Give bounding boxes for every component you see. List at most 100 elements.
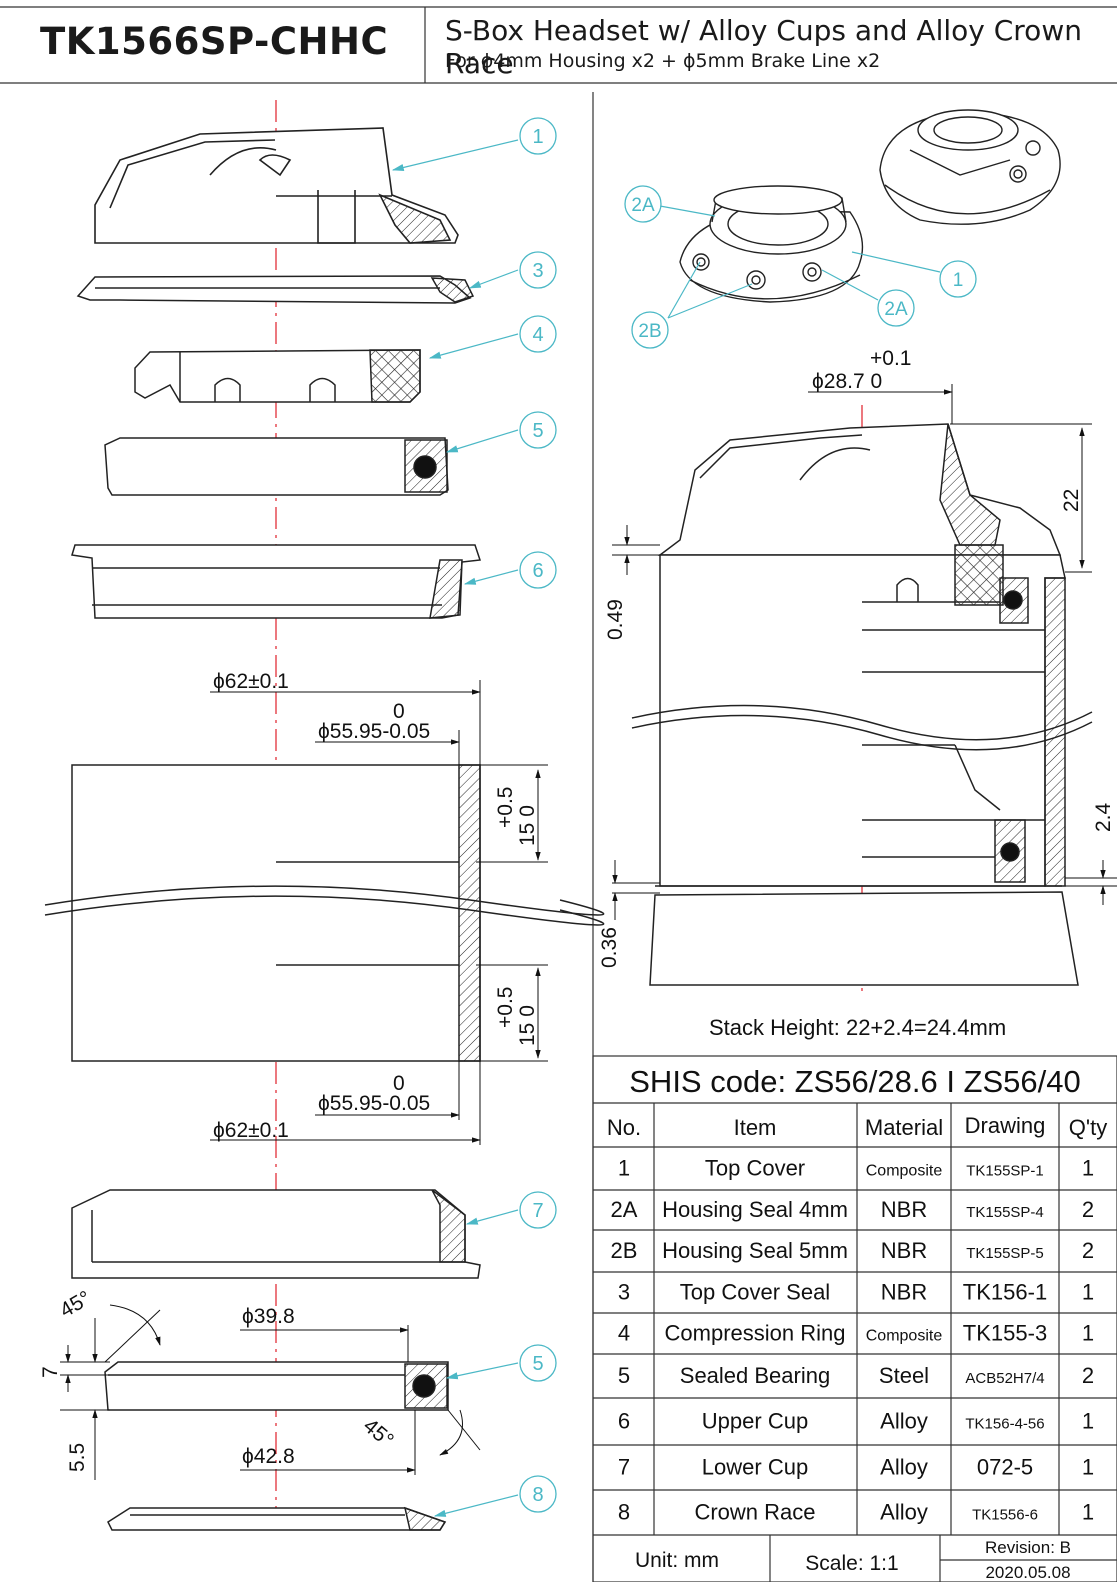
callout-leaders-right bbox=[659, 205, 941, 319]
bom-cell-material: NBR bbox=[881, 1197, 927, 1222]
callout-circles-right bbox=[624, 185, 977, 349]
bom-cell-qty: 1 bbox=[1082, 1409, 1094, 1434]
head-tube-section bbox=[44, 764, 605, 1062]
bom-cell-material: Steel bbox=[879, 1363, 929, 1388]
callout-4: 4 bbox=[532, 324, 543, 346]
col-qty: Q'ty bbox=[1069, 1115, 1107, 1140]
dim-race-h7: 7 bbox=[39, 1366, 62, 1378]
callout-1-right: 1 bbox=[953, 270, 964, 291]
dim-steer-dia: ϕ28.7 0 bbox=[812, 370, 882, 393]
dim-steer-tol: +0.1 bbox=[870, 347, 911, 370]
bom-cell-item: Top Cover bbox=[705, 1156, 805, 1181]
dimension-lines-race bbox=[60, 1304, 481, 1480]
unit-label: Unit: mm bbox=[635, 1549, 719, 1572]
bom-cell-qty: 1 bbox=[1082, 1455, 1094, 1480]
dimension-lines-assembly bbox=[612, 384, 1117, 920]
revision-date: 2020.05.08 bbox=[985, 1563, 1070, 1582]
dim-inner-dia-top: ϕ55.95-0.05 bbox=[318, 720, 430, 743]
col-drawing: Drawing bbox=[965, 1113, 1046, 1138]
dim-race-dia-bot: ϕ42.8 bbox=[242, 1445, 295, 1468]
bom-cell-no: 7 bbox=[618, 1455, 630, 1480]
bom-cell-material: NBR bbox=[881, 1280, 927, 1305]
dim-angle-top: 45° bbox=[56, 1287, 95, 1323]
dim-inner-dia-bot: ϕ55.95-0.05 bbox=[318, 1092, 430, 1115]
bom-cell-material: Composite bbox=[866, 1163, 943, 1180]
bom-cell-drawing: 072-5 bbox=[977, 1455, 1033, 1480]
dim-race-dia-top: ϕ39.8 bbox=[242, 1305, 295, 1328]
drawing-title: S-Box Headset w/ Alloy Cups and Alloy Cr… bbox=[445, 14, 1082, 80]
col-material: Material bbox=[865, 1115, 943, 1140]
dimension-text-assembly: +0.1 ϕ28.7 0 22 0.49 2.4 0.36 Stack Heig… bbox=[598, 347, 1115, 1040]
bom-cell-item: Crown Race bbox=[694, 1500, 815, 1525]
bom-cell-qty: 2 bbox=[1082, 1197, 1094, 1222]
bom-cell-drawing: TK156-4-56 bbox=[965, 1416, 1044, 1433]
callout-circles-left bbox=[519, 117, 557, 1513]
bom-cell-drawing: TK1556-6 bbox=[972, 1507, 1038, 1524]
callout-labels-left: 1 3 4 5 6 7 5 8 bbox=[532, 126, 543, 1506]
bom-cell-drawing: ACB52H7/4 bbox=[965, 1370, 1044, 1387]
callout-2a-top: 2A bbox=[631, 195, 655, 216]
title-block-text: Unit: mm Scale: 1:1 Revision: B 2020.05.… bbox=[635, 1538, 1071, 1582]
bom-cell-material: NBR bbox=[881, 1238, 927, 1263]
bom-cell-drawing: TK155SP-1 bbox=[966, 1163, 1044, 1180]
dim-tol-zero-top: 0 bbox=[393, 700, 405, 723]
dim-outer-dia-bot: ϕ62±0.1 bbox=[213, 1119, 289, 1142]
bom-cell-material: Composite bbox=[866, 1328, 943, 1345]
bom-cell-qty: 1 bbox=[1082, 1156, 1094, 1181]
bom-cell-item: Top Cover Seal bbox=[680, 1280, 830, 1305]
bom-cell-qty: 2 bbox=[1082, 1238, 1094, 1263]
bom-cell-drawing: TK156-1 bbox=[963, 1280, 1047, 1305]
bom-table-grid bbox=[592, 1055, 1117, 1582]
bom-cell-item: Lower Cup bbox=[702, 1455, 808, 1480]
part-compression-ring bbox=[134, 349, 421, 403]
bom-table-text: SHIS code: ZS56/28.6 I ZS56/40 No. Item … bbox=[607, 1064, 1107, 1140]
callout-5: 5 bbox=[532, 420, 543, 442]
bom-cell-material: Alloy bbox=[880, 1455, 928, 1480]
bom-cell-item: Housing Seal 5mm bbox=[662, 1238, 848, 1263]
part-crown-race bbox=[107, 1506, 447, 1531]
dimension-lines-headtube bbox=[210, 680, 548, 1145]
bom-cell-item: Housing Seal 4mm bbox=[662, 1197, 848, 1222]
iso-view-top-cover-right bbox=[879, 109, 1061, 225]
bom-cell-material: Alloy bbox=[880, 1500, 928, 1525]
bom-cell-drawing: TK155SP-4 bbox=[966, 1204, 1044, 1221]
dim-cup-24: 2.4 bbox=[1092, 802, 1115, 832]
bom-cell-material: Alloy bbox=[880, 1409, 928, 1434]
callout-8: 8 bbox=[532, 1484, 543, 1506]
iso-view-top-cover-left bbox=[679, 185, 864, 303]
dim-depth-bot-val: 15 0 bbox=[516, 1005, 539, 1046]
dim-outer-dia-top: ϕ62±0.1 bbox=[213, 670, 289, 693]
dim-race-h55: 5.5 bbox=[66, 1443, 89, 1472]
revision-label: Revision: B bbox=[985, 1538, 1071, 1557]
callout-2a-bottom: 2A bbox=[884, 299, 908, 320]
bom-cell-qty: 1 bbox=[1082, 1321, 1094, 1346]
callout-1: 1 bbox=[532, 126, 543, 148]
dim-depth-top-val: 15 0 bbox=[516, 805, 539, 846]
scale-label: Scale: 1:1 bbox=[805, 1552, 898, 1575]
bom-cell-item: Compression Ring bbox=[665, 1321, 846, 1346]
bom-cell-item: Sealed Bearing bbox=[680, 1363, 830, 1388]
drawing-subtitle: For ϕ4mm Housing x2 + ϕ5mm Brake Line x2 bbox=[445, 50, 881, 72]
bom-cell-no: 2B bbox=[611, 1238, 638, 1263]
part-top-cover-seal bbox=[76, 275, 475, 304]
bom-cell-qty: 1 bbox=[1082, 1500, 1094, 1525]
dim-angle-bot: 45° bbox=[359, 1414, 398, 1452]
callout-labels-right: 2A 1 2A 2B bbox=[631, 195, 963, 342]
callout-6: 6 bbox=[532, 560, 543, 582]
part-upper-cup bbox=[71, 544, 482, 619]
callout-7: 7 bbox=[532, 1200, 543, 1222]
bom-cell-no: 2A bbox=[611, 1197, 638, 1222]
bom-cell-no: 4 bbox=[618, 1321, 630, 1346]
callout-5-lower: 5 bbox=[532, 1353, 543, 1375]
part-sealed-bearing-upper bbox=[104, 437, 449, 496]
bom-cell-no: 6 bbox=[618, 1409, 630, 1434]
col-item: Item bbox=[734, 1115, 777, 1140]
bom-cell-no: 3 bbox=[618, 1280, 630, 1305]
shis-code: SHIS code: ZS56/28.6 I ZS56/40 bbox=[629, 1064, 1080, 1099]
model-number: TK1566SP-CHHC bbox=[40, 20, 389, 63]
callout-leaders-left bbox=[391, 139, 519, 1517]
bom-cell-qty: 1 bbox=[1082, 1280, 1094, 1305]
callout-2b: 2B bbox=[638, 321, 661, 342]
bom-cell-drawing: TK155-3 bbox=[963, 1321, 1047, 1346]
